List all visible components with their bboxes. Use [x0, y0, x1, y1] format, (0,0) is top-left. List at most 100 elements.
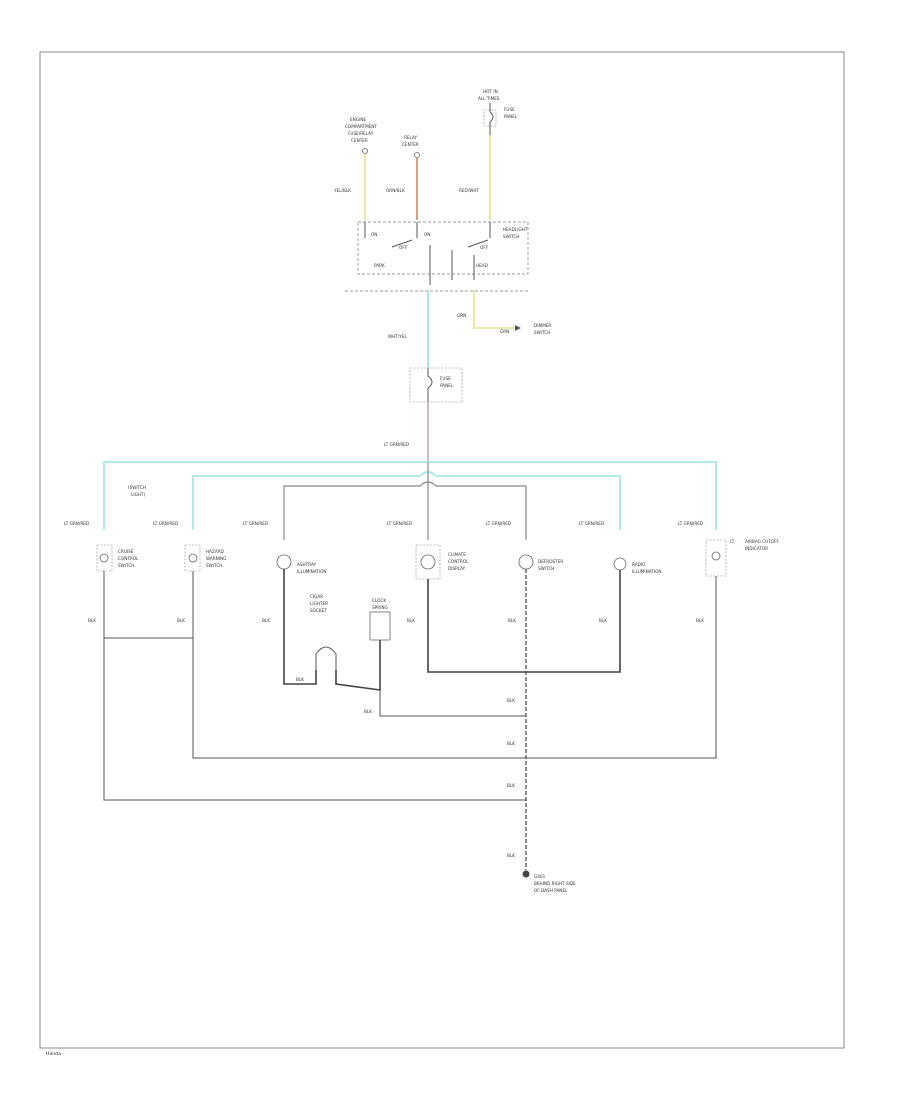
label-cigar-3: SOCKET — [310, 608, 327, 613]
switch-outline — [357, 221, 529, 275]
label-switch-on: ON — [371, 232, 377, 237]
label-switch-head: HEAD — [476, 263, 488, 268]
label-fuse-1: FUSE — [504, 107, 515, 112]
label-c7-1: LT — [730, 539, 735, 544]
footer-brand: Honda — [46, 1051, 61, 1057]
label-relay-1: RELAY — [404, 135, 418, 140]
label-gnd-2: BLK — [177, 618, 185, 623]
label-switch-off: OFF — [399, 245, 408, 250]
component-cigar-lighter-socket: CIGAR LIGHTER SOCKET — [310, 594, 337, 670]
label-c6-2: ILLUMINATION — [632, 569, 662, 574]
label-c7-3: INDICATOR — [745, 546, 768, 551]
headlight-switch: HEADLIGHT SWITCH ON ON OFF OFF PARK HEAD — [345, 221, 530, 292]
label-cigar-1: CIGAR — [310, 594, 323, 599]
label-switch-off-2: OFF — [480, 245, 489, 250]
label-fuse-panel-2: PANEL — [440, 383, 454, 388]
component-clock-spring: CLOCK SPRING — [369, 598, 391, 641]
label-source-4: CENTER — [351, 138, 368, 143]
ground-wire-2 — [192, 571, 717, 759]
label-relay-2: CENTER — [402, 142, 419, 147]
label-switch-on-2: ON — [424, 232, 430, 237]
label-ground-3: OF DASH PANEL — [534, 888, 568, 893]
label-fuse-2: PANEL — [504, 114, 518, 119]
component-ashtray-illumination: ASHTRAY ILLUMINATION — [276, 554, 327, 574]
label-c1-1: CRUISE — [118, 549, 134, 554]
label-c3-1: ASHTRAY — [297, 562, 317, 567]
ground-wire-radio — [427, 570, 621, 673]
bus-cyan-outer — [103, 461, 717, 530]
source-engine-fuse-relay: ENGINE COMPARTMENT FUSE/RELAY CENTER — [345, 117, 378, 154]
component-climate-control-display: CLIMATE CONTROL DISPLAY — [415, 544, 469, 580]
label-wire-red: RED/WHT — [459, 188, 479, 193]
label-switch-name-2: SWITCH — [503, 234, 519, 239]
diagram-frame — [39, 51, 845, 1049]
label-cigar-2: LIGHTER — [310, 601, 328, 606]
label-gnd-6: BLK — [599, 618, 607, 623]
label-c4-3: DISPLAY — [448, 566, 466, 571]
label-gnd-10: BLK — [507, 783, 515, 788]
terminal-dot — [414, 152, 420, 158]
label-dimmer-1: DIMMER — [534, 323, 551, 328]
label-switch-park: PARK — [374, 263, 385, 268]
label-gnd-5: BLK — [508, 618, 516, 623]
bus-gray — [283, 481, 527, 540]
component-hazard-warning-switch: HAZARD WARNING SWITCH — [184, 544, 226, 572]
label-fuse-panel-1: FUSE — [440, 376, 451, 381]
label-c5-2: SWITCH — [538, 566, 554, 571]
label-wire-yel: YEL/BLK — [333, 188, 351, 193]
label-tap-2: LT GRN/RED — [153, 521, 178, 526]
label-dimmer-wire-2: GRN — [500, 329, 509, 334]
label-c3-2: ILLUMINATION — [297, 569, 327, 574]
label-c2-3: SWITCH — [206, 563, 222, 568]
label-wire-orn: ORN/BLK — [386, 188, 405, 193]
label-ground-2: BEHIND RIGHT SIDE — [534, 881, 576, 886]
ground-wire-1 — [103, 571, 526, 801]
label-gnd-8: BLK — [507, 698, 515, 703]
ground-wire-cigar — [335, 640, 381, 691]
label-wire-wht-yel: WHT/YEL — [388, 334, 407, 339]
label-switch-name-1: HEADLIGHT — [503, 227, 528, 232]
fuse-panel: FUSE PANEL — [409, 367, 463, 403]
label-ground-1: G401 — [534, 874, 546, 879]
source-hot-all-times: HOT IN ALL TIMES FUSE PANEL — [478, 89, 518, 135]
component-defroster-switch: DEFROSTER SWITCH — [518, 554, 563, 571]
label-gnd-13: BLK — [296, 677, 304, 682]
label-gnd-9: BLK — [507, 741, 515, 746]
label-tap-4: LT GRN/RED — [387, 521, 412, 526]
arrow-dimmer — [515, 325, 521, 331]
label-tap-3: LT GRN/RED — [243, 521, 268, 526]
label-tap-6: LT GRN/RED — [579, 521, 604, 526]
label-clock-1: CLOCK — [372, 598, 386, 603]
label-source-2: COMPARTMENT — [345, 124, 378, 129]
label-tap-7: LT GRN/RED — [678, 521, 703, 526]
label-gnd-4: BLK — [407, 618, 415, 623]
label-c4-2: CONTROL — [448, 559, 469, 564]
label-c7-2: AIRBAG CUTOFF — [745, 539, 780, 544]
label-c6-1: RADIO — [632, 562, 646, 567]
label-bus-wire: LT GRN/RED — [384, 442, 409, 447]
label-clock-2: SPRING — [372, 605, 388, 610]
label-gnd-3: BLK — [262, 618, 270, 623]
label-c2-1: HAZARD — [206, 549, 224, 554]
label-hot-1: HOT IN — [483, 89, 498, 94]
label-gnd-1: BLK — [88, 618, 96, 623]
component-radio-illumination: RADIO ILLUMINATION — [613, 557, 662, 574]
label-c5-1: DEFROSTER — [538, 559, 563, 564]
label-tap-1: LT GRN/RED — [64, 521, 89, 526]
source-relay-center: RELAY CENTER — [402, 135, 420, 158]
ground-point — [522, 870, 530, 878]
label-c4-1: CLIMATE — [448, 552, 466, 557]
label-gnd-12: BLK — [364, 709, 372, 714]
label-source-1: ENGINE — [350, 117, 366, 122]
label-gnd-11: BLK — [507, 853, 515, 858]
label-c1-3: SWITCH — [118, 563, 134, 568]
wire-dimmer — [473, 290, 515, 329]
label-c1-2: CONTROL — [118, 556, 139, 561]
label-hot-2: ALL TIMES — [478, 96, 500, 101]
label-bus-sub-1: (SWITCH — [128, 485, 146, 490]
label-tap-5: LT GRN/RED — [486, 521, 511, 526]
label-dimmer-2: SWITCH — [534, 330, 550, 335]
label-bus-sub-2: LIGHT) — [131, 492, 146, 497]
